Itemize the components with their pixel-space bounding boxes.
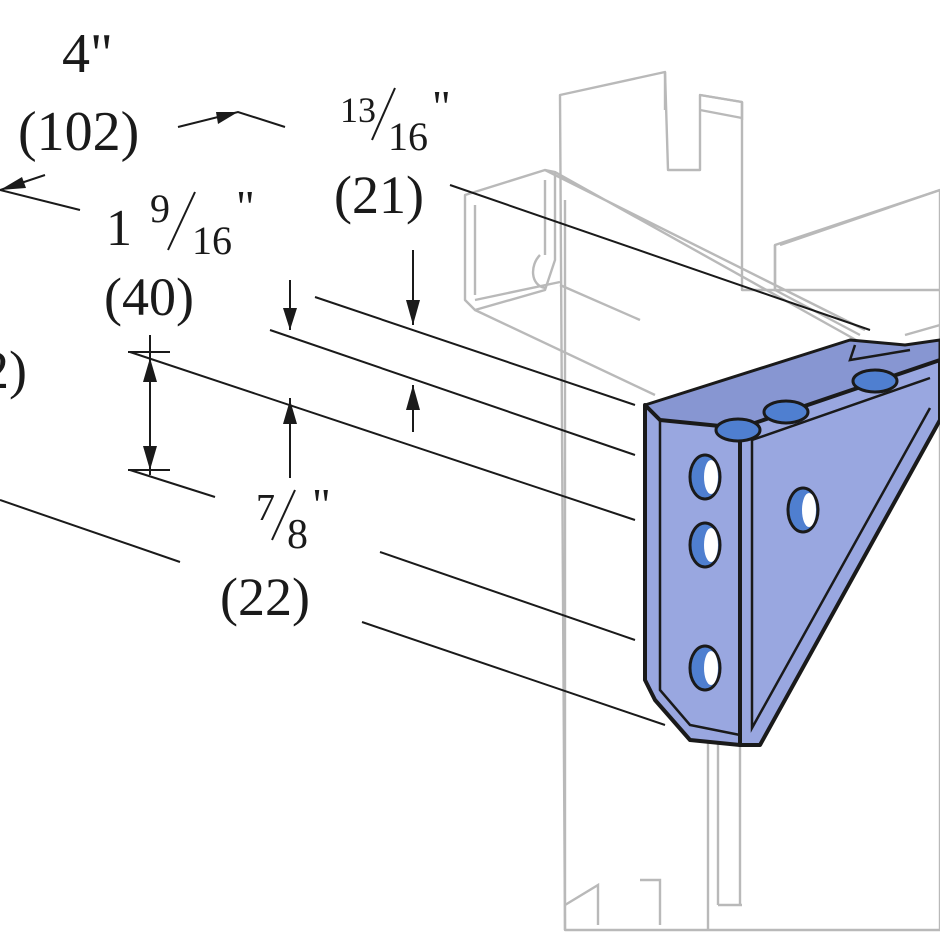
top-hole-3 [851, 368, 899, 394]
gusset-plate [643, 338, 940, 747]
hole-offset-numerator: 13 [340, 90, 376, 130]
hole-dia-unit: " [312, 479, 331, 530]
hole-offset-unit: " [432, 81, 451, 132]
edge-offset-unit: " [236, 181, 255, 232]
hole-dia-denominator: 8 [287, 512, 308, 558]
extension-line-6 [0, 499, 181, 563]
plate-inner-border [658, 344, 911, 745]
top-hole-2 [762, 399, 810, 425]
width-arrowhead-left [0, 177, 26, 190]
hole-dia-fraction-bar [271, 489, 296, 541]
vertical-channel-bottom-lip [564, 878, 742, 925]
edge-offset-denominator: 16 [192, 218, 232, 263]
extension-line-7 [379, 551, 636, 641]
edge-offset-metric-label: (40) [104, 267, 194, 327]
hole-dia-numerator: 7 [256, 487, 275, 529]
width-imperial-label: 4" [62, 23, 113, 85]
vertical-channel-front-right [706, 740, 742, 930]
edge-offset-arrow [283, 308, 297, 330]
front-hole-1 [688, 453, 722, 501]
dimension-labels: 4" (102) 13 16 " (21) 1 9 16 " (40) 7 8 … [0, 23, 451, 627]
extension-line-8 [361, 621, 666, 726]
hole-dia-arrow [283, 400, 297, 424]
hole-dia-metric-label: (22) [220, 567, 310, 627]
extension-line-4 [129, 351, 636, 521]
hole-offset-arrow-up [406, 385, 420, 410]
hole-offset-metric-label: (21) [334, 165, 424, 225]
plate-side-inner-border [750, 376, 932, 733]
hole-offset-arrow-down [406, 300, 420, 325]
front-hole-2 [688, 521, 722, 569]
edge-offset-numerator: 9 [150, 186, 170, 231]
side-hole-1 [786, 486, 820, 534]
extension-line-5 [129, 469, 216, 498]
extension-line-2 [314, 296, 636, 406]
extension-line-3 [269, 329, 636, 456]
horizontal-channel-right [904, 323, 940, 337]
vertical-40-arrow-down [143, 446, 157, 470]
width-dim-line-left [0, 174, 81, 211]
front-hole-3 [688, 644, 722, 692]
hole-offset-denominator: 16 [388, 114, 428, 159]
horizontal-channel-top [544, 168, 940, 347]
vertical-40-ticks [128, 351, 170, 471]
top-hole-1 [714, 417, 762, 443]
edge-offset-whole: 1 [106, 200, 132, 257]
horizontal-channel-end [463, 168, 557, 312]
width-arrowhead-right [216, 112, 238, 124]
width-metric-label: (102) [18, 101, 139, 163]
vertical-40-arrow-up [143, 358, 157, 382]
vertical-channel-top-lip [663, 72, 744, 120]
dimension-lines [0, 110, 871, 726]
cut-left-metric-label: 2) [0, 340, 27, 400]
hole-offset-fraction-bar [371, 87, 396, 141]
edge-offset-fraction-bar [167, 191, 196, 251]
extension-line-1 [449, 184, 871, 331]
